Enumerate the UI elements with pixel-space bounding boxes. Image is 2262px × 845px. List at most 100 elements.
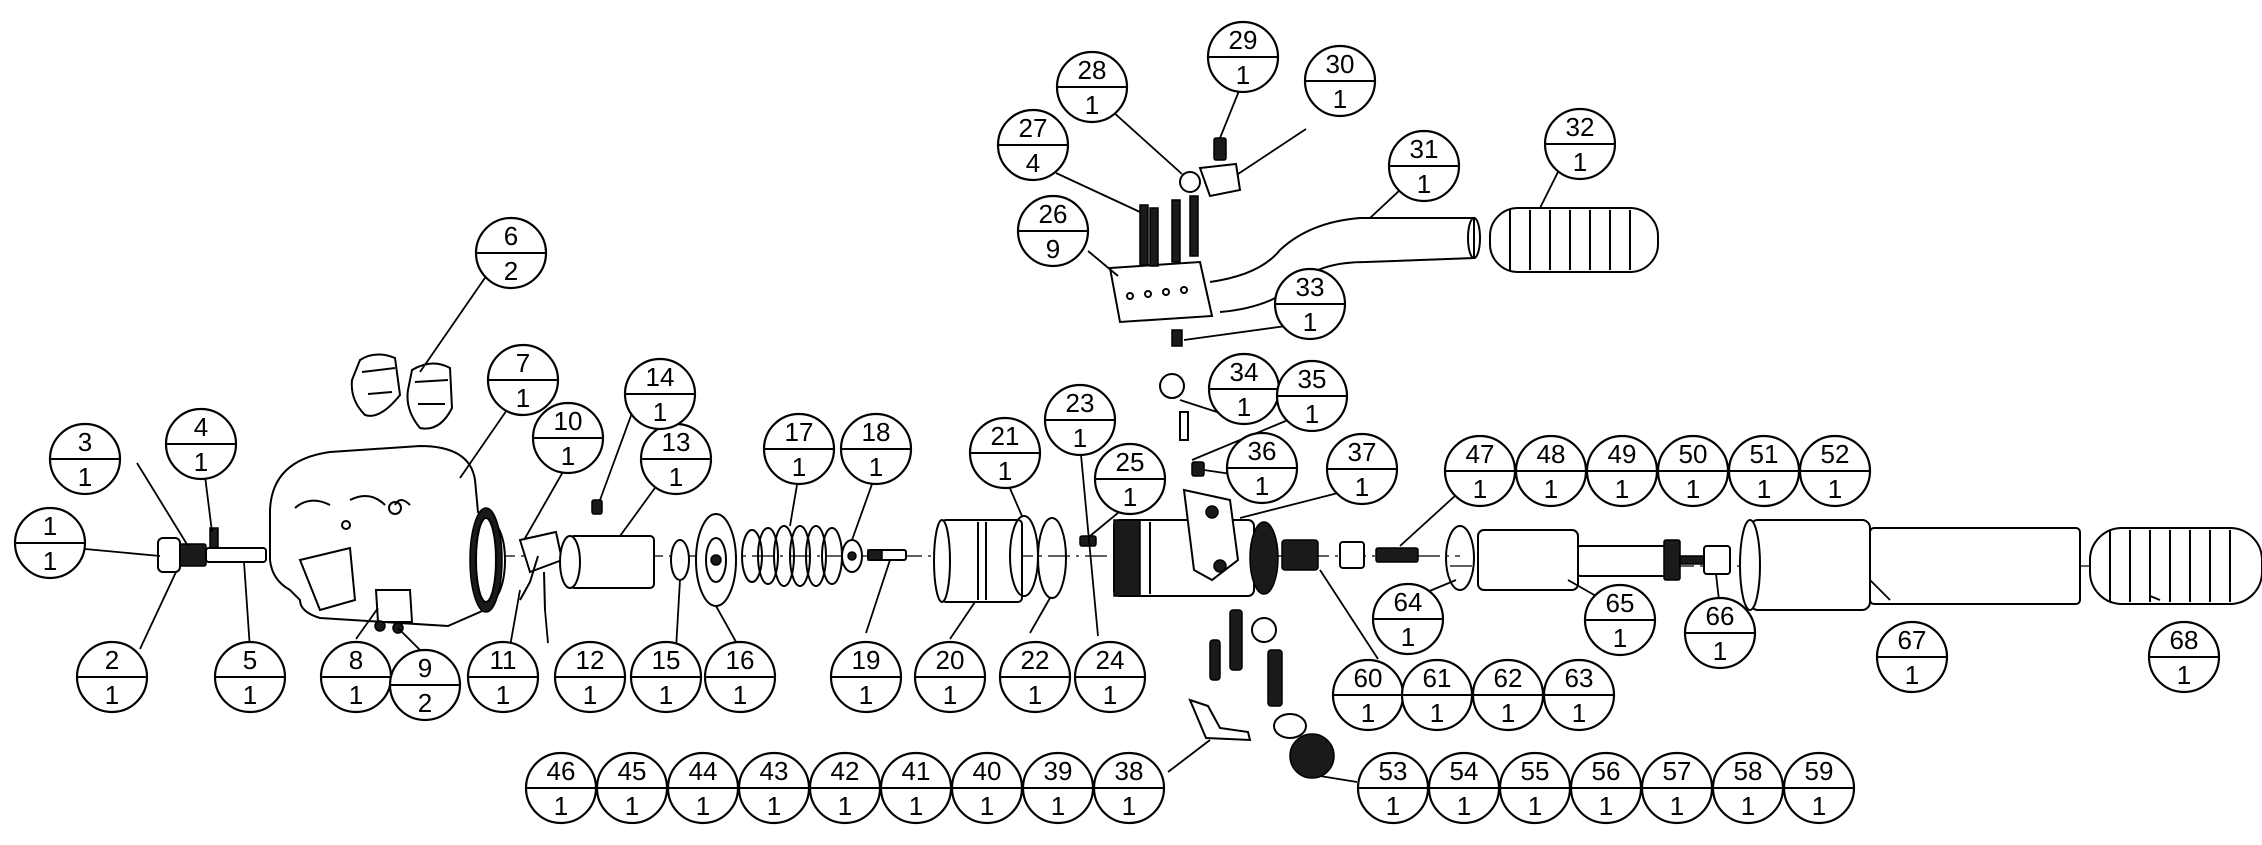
- callout-quantity: 1: [105, 680, 119, 710]
- bolt-19-part: [867, 549, 907, 561]
- callout-quantity: 1: [859, 680, 873, 710]
- callout-part-number: 22: [1021, 645, 1050, 675]
- fittings-part: [1281, 539, 1419, 571]
- callout-part-number: 31: [1410, 134, 1439, 164]
- bracket-part: [374, 589, 414, 634]
- callout-quantity: 1: [1333, 84, 1347, 114]
- callout-part-number: 48: [1537, 439, 1566, 469]
- callout-quantity: 1: [194, 447, 208, 477]
- handle-block-part: [1108, 137, 1242, 324]
- callout-65: 651: [1583, 583, 1657, 657]
- callout-2: 21: [75, 640, 149, 714]
- callout-quantity: 1: [1305, 399, 1319, 429]
- callout-17: 171: [762, 412, 836, 486]
- callout-part-number: 30: [1326, 49, 1355, 79]
- callout-55: 551: [1498, 751, 1572, 825]
- callout-41: 411: [879, 751, 953, 825]
- callout-part-number: 13: [662, 427, 691, 457]
- callout-quantity: 1: [1401, 622, 1415, 652]
- callout-part-number: 49: [1608, 439, 1637, 469]
- callout-40: 401: [950, 751, 1024, 825]
- washer-18-part: [841, 539, 863, 573]
- callout-quantity: 1: [43, 546, 57, 576]
- callout-part-number: 9: [418, 653, 432, 683]
- callout-quantity: 1: [1573, 147, 1587, 177]
- callout-part-number: 8: [349, 645, 363, 675]
- callout-50: 501: [1656, 434, 1730, 508]
- callout-quantity: 1: [1473, 474, 1487, 504]
- callout-part-number: 12: [576, 645, 605, 675]
- ring-15-part: [670, 539, 690, 581]
- callout-quantity: 1: [1686, 474, 1700, 504]
- callout-part-number: 2: [105, 645, 119, 675]
- grip-68-part: [2089, 527, 2262, 605]
- callout-part-number: 27: [1019, 113, 1048, 143]
- callout-24: 241: [1073, 640, 1147, 714]
- callout-part-number: 24: [1096, 645, 1125, 675]
- callout-37: 371: [1325, 432, 1399, 506]
- callout-part-number: 59: [1805, 756, 1834, 786]
- callout-quantity: 1: [1828, 474, 1842, 504]
- callout-quantity: 1: [1430, 698, 1444, 728]
- callout-part-number: 65: [1606, 588, 1635, 618]
- callout-part-number: 19: [852, 645, 881, 675]
- callout-part-number: 42: [831, 756, 860, 786]
- callout-group: 1121314151627181921011111211311411511611…: [13, 20, 2221, 825]
- callout-58: 581: [1711, 751, 1785, 825]
- callout-quantity: 1: [792, 452, 806, 482]
- link-plates-part: [518, 499, 603, 611]
- callout-quantity: 1: [583, 680, 597, 710]
- callout-part-number: 4: [194, 412, 208, 442]
- callout-part-number: 64: [1394, 587, 1423, 617]
- callout-quantity: 1: [767, 791, 781, 821]
- callout-26: 269: [1016, 194, 1090, 268]
- callout-part-number: 55: [1521, 756, 1550, 786]
- callout-quantity: 9: [1046, 234, 1060, 264]
- callout-48: 481: [1514, 434, 1588, 508]
- callout-46: 461: [524, 751, 598, 825]
- clamp-shells-part: [350, 353, 454, 430]
- callout-part-number: 32: [1566, 112, 1595, 142]
- callout-31: 311: [1387, 129, 1461, 203]
- callout-part-number: 18: [862, 417, 891, 447]
- parts-drawing: [157, 137, 2262, 779]
- callout-part-number: 10: [554, 406, 583, 436]
- callout-quantity: 1: [2177, 660, 2191, 690]
- callout-part-number: 51: [1750, 439, 1779, 469]
- callout-33: 331: [1273, 267, 1347, 341]
- callout-quantity: 1: [1528, 791, 1542, 821]
- drum-20-part: [933, 519, 1023, 603]
- callout-part-number: 57: [1663, 756, 1692, 786]
- callout-quantity: 1: [909, 791, 923, 821]
- callout-quantity: 1: [653, 397, 667, 427]
- callout-quantity: 1: [1417, 169, 1431, 199]
- callout-44: 441: [666, 751, 740, 825]
- spring-17-part: [741, 525, 843, 587]
- callout-quantity: 1: [516, 383, 530, 413]
- callout-quantity: 1: [1085, 90, 1099, 120]
- callout-part-number: 60: [1354, 663, 1383, 693]
- callout-38: 381: [1092, 751, 1166, 825]
- callout-25: 251: [1093, 442, 1167, 516]
- callout-part-number: 1: [43, 511, 57, 541]
- callout-quantity: 1: [1355, 472, 1369, 502]
- callout-quantity: 1: [1123, 482, 1137, 512]
- callout-quantity: 1: [1757, 474, 1771, 504]
- callout-quantity: 1: [733, 680, 747, 710]
- callout-18: 181: [839, 412, 913, 486]
- callout-20: 201: [913, 640, 987, 714]
- callout-quantity: 1: [625, 791, 639, 821]
- callout-quantity: 1: [1599, 791, 1613, 821]
- callout-part-number: 56: [1592, 756, 1621, 786]
- callout-16: 161: [703, 640, 777, 714]
- callout-quantity: 1: [1544, 474, 1558, 504]
- callout-quantity: 4: [1026, 148, 1040, 178]
- callout-part-number: 44: [689, 756, 718, 786]
- callout-quantity: 1: [78, 462, 92, 492]
- callout-53: 531: [1356, 751, 1430, 825]
- ring-64-part: [1445, 525, 1475, 591]
- callout-quantity: 2: [504, 256, 518, 286]
- main-housing-part: [269, 444, 507, 628]
- callout-68: 681: [2147, 620, 2221, 694]
- callout-11: 111: [466, 640, 540, 714]
